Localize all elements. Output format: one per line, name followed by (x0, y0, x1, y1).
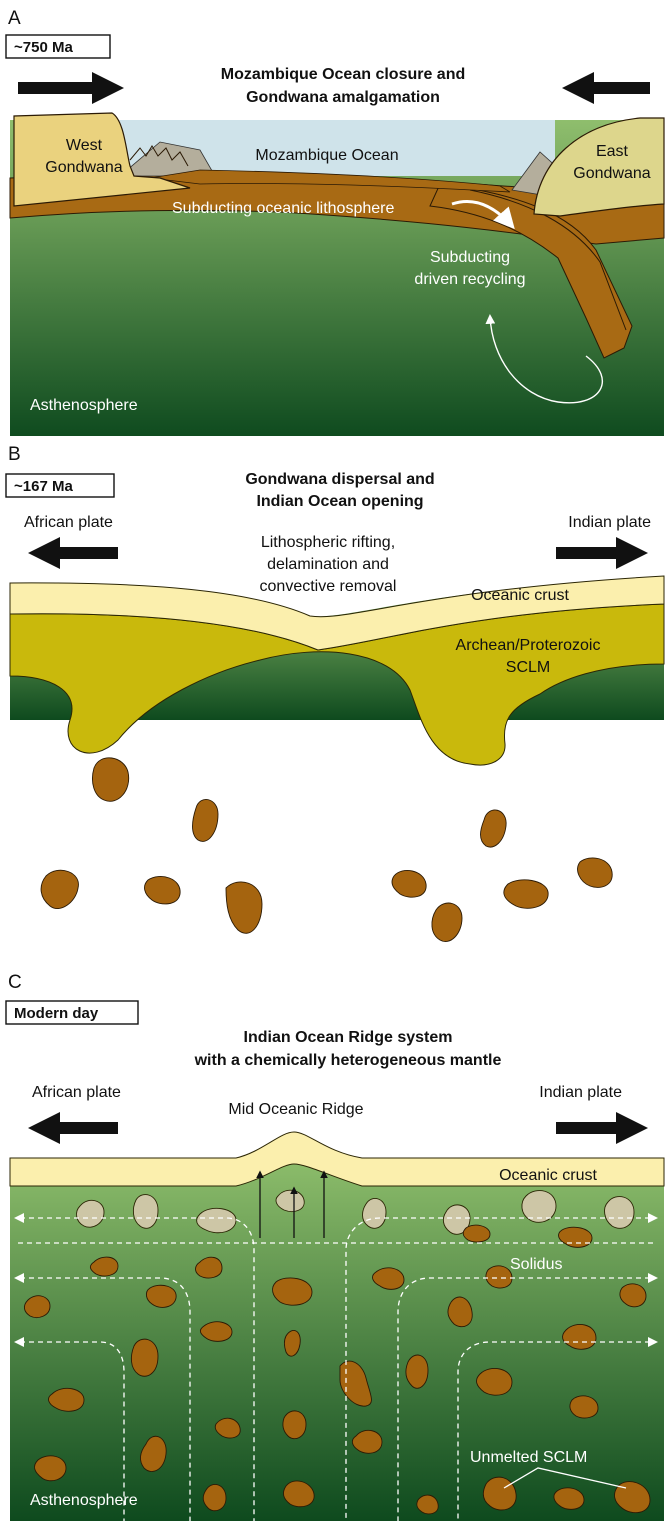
east-gondwana-label-line1: East (596, 143, 629, 160)
east-gondwana-label-line2: Gondwana (573, 165, 650, 182)
african-plate-label-b: African plate (24, 514, 113, 531)
african-plate-arrow-icon (28, 537, 118, 569)
panel-b-letter: B (8, 444, 21, 465)
asthenosphere-label-b: Asthenosphere (544, 933, 652, 950)
panel-b-age: ~167 Ma (14, 478, 73, 495)
subducting-lithosphere-label: Subducting oceanic lithosphere (172, 200, 394, 217)
panel-c-age: Modern day (14, 1005, 99, 1022)
rifting-label-line1: Lithospheric rifting, (261, 534, 395, 551)
arrow-left-icon (562, 72, 650, 104)
upwelling-asthenosphere-label: Upwelling asthenosphere (232, 745, 412, 762)
panel-b-title-line2: Indian Ocean opening (256, 493, 423, 510)
african-plate-arrow-icon-c (28, 1112, 118, 1144)
panel-b-title-line1: Gondwana dispersal and (245, 471, 434, 488)
indian-plate-arrow-icon (556, 537, 648, 569)
panel-c-title-line2: with a chemically heterogeneous mantle (194, 1052, 502, 1069)
oceanic-crust-label-b: Oceanic crust (471, 587, 569, 604)
unmelted-pointer-b (196, 934, 234, 946)
panel-b: B ~167 Ma Gondwana dispersal and Indian … (6, 444, 664, 956)
panel-a-title-line2: Gondwana amalgamation (246, 89, 440, 106)
arrow-right-icon (18, 72, 124, 104)
rifting-label-line3: convective removal (260, 578, 397, 595)
panel-a-age: ~750 Ma (14, 39, 73, 56)
indian-plate-label-b: Indian plate (568, 514, 651, 531)
african-plate-label-c: African plate (32, 1084, 121, 1101)
asthenosphere-label-c: Asthenosphere (30, 1492, 138, 1509)
upwelling-arrow-right (342, 742, 398, 944)
solidus-label: Solidus (510, 1256, 562, 1273)
unmelted-sclm-label-b: Unmelted SCLM (20, 939, 137, 956)
panel-a-title-line1: Mozambique Ocean closure and (221, 66, 466, 83)
west-gondwana-label-line1: West (66, 137, 103, 154)
asthenosphere-label-a: Asthenosphere (30, 397, 138, 414)
rifting-label-line2: delamination and (267, 556, 389, 573)
mozambique-ocean-label: Mozambique Ocean (255, 147, 398, 164)
ridge-label: Mid Oceanic Ridge (228, 1101, 363, 1118)
recycling-label-line2: driven recycling (414, 271, 525, 288)
sclm-label-line1: Archean/Proterozoic (456, 637, 601, 654)
panel-a-letter: A (8, 8, 21, 29)
west-gondwana-label-line2: Gondwana (45, 159, 122, 176)
sclm-blobs-b (41, 758, 612, 942)
oceanic-crust-label-c: Oceanic crust (499, 1167, 597, 1184)
panel-a: A ~750 Ma Mozambique Ocean closure and G… (6, 8, 664, 436)
recycling-label-line1: Subducting (430, 249, 510, 266)
sclm-label-line2: SCLM (506, 659, 550, 676)
unmelted-sclm-label-c: Unmelted SCLM (470, 1449, 587, 1466)
panel-c-letter: C (8, 972, 22, 993)
panel-c: C Modern day Indian Ocean Ridge system w… (6, 972, 664, 1521)
panel-c-title-line1: Indian Ocean Ridge system (244, 1029, 453, 1046)
indian-plate-label-c: Indian plate (539, 1084, 622, 1101)
indian-plate-arrow-icon-c (556, 1112, 648, 1144)
